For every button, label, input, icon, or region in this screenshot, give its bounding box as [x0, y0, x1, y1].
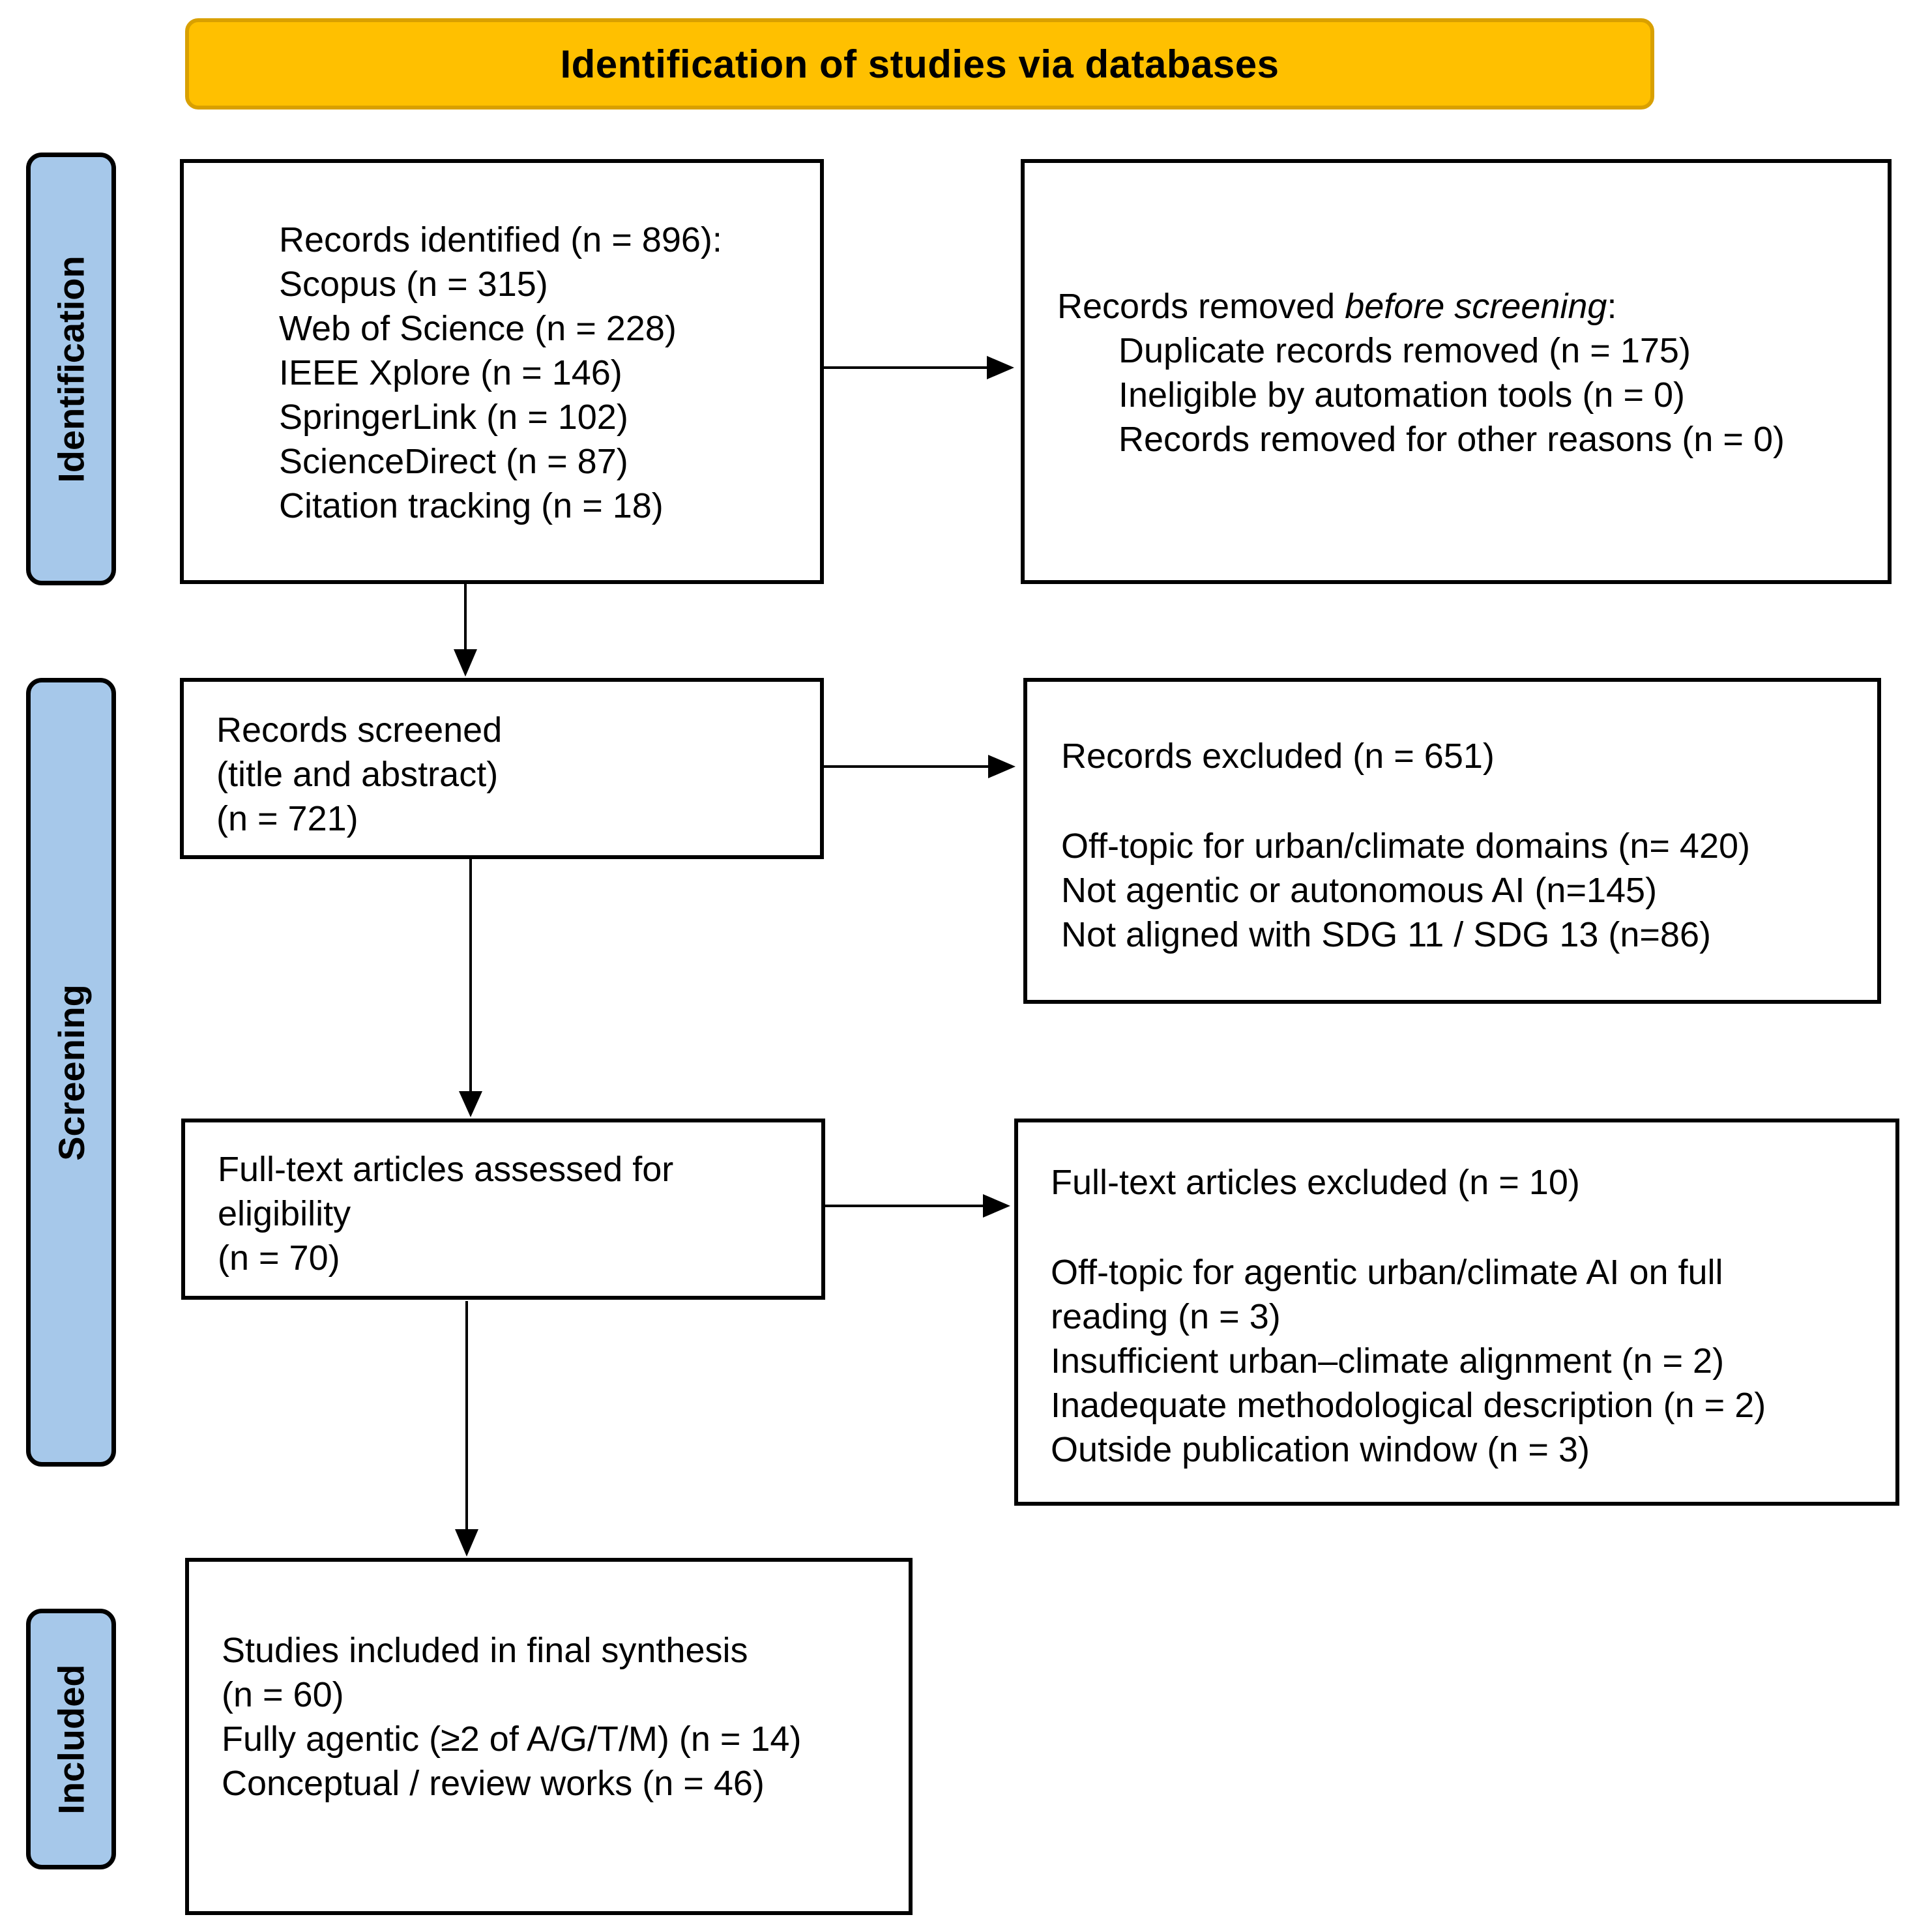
arrow-fulltext-to-excluded: [825, 1194, 1010, 1218]
excluded-reason: Not agentic or autonomous AI (n=145): [1061, 871, 1658, 910]
arrow-screened-to-excluded: [824, 755, 1016, 778]
records-screened-box: Records screened (title and abstract) (n…: [180, 678, 824, 859]
records-screened-line: Records screened: [216, 710, 503, 750]
records-screened-count: (n = 721): [216, 799, 358, 838]
records-removed-title: Records removed before screening:: [1057, 287, 1617, 326]
fulltext-excluded-reason: Inadequate methodological description (n…: [1051, 1386, 1766, 1425]
fulltext-assessed-line: Full-text articles assessed for: [218, 1150, 674, 1189]
removed-item: Records removed for other reasons (n = 0…: [1118, 420, 1785, 459]
included-line: Conceptual / review works (n = 46): [222, 1764, 765, 1803]
records-identified-title: Records identified (n = 896):: [279, 220, 722, 259]
records-identified-box: Records identified (n = 896): Scopus (n …: [180, 159, 824, 584]
included-line: Fully agentic (≥2 of A/G/T/M) (n = 14): [222, 1720, 802, 1759]
removed-item: Ineligible by automation tools (n = 0): [1118, 375, 1686, 415]
fulltext-assessed-count: (n = 70): [218, 1238, 340, 1278]
fulltext-assessed-box: Full-text articles assessed for eligibil…: [181, 1119, 825, 1300]
fulltext-excluded-reason: Insufficient urban–climate alignment (n …: [1051, 1341, 1725, 1381]
excluded-reason: Off-topic for urban/climate domains (n= …: [1061, 827, 1751, 866]
fulltext-excluded-reason: reading (n = 3): [1051, 1297, 1281, 1336]
header-banner: Identification of studies via databases: [185, 18, 1654, 110]
phase-identification: Identification: [26, 153, 116, 585]
excluded-reason: Not aligned with SDG 11 / SDG 13 (n=86): [1061, 915, 1711, 954]
phase-included: Included: [26, 1609, 116, 1869]
arrow-identified-to-screened: [454, 584, 477, 677]
source-line: Web of Science (n = 228): [279, 309, 677, 348]
source-line: IEEE Xplore (n = 146): [279, 353, 622, 392]
records-excluded-title: Records excluded (n = 651): [1061, 737, 1495, 776]
arrow-screened-to-fulltext: [459, 859, 482, 1117]
fulltext-excluded-reason: Off-topic for agentic urban/climate AI o…: [1051, 1253, 1723, 1292]
fulltext-excluded-reason: Outside publication window (n = 3): [1051, 1430, 1590, 1469]
phase-screening: Screening: [26, 678, 116, 1467]
removed-item: Duplicate records removed (n = 175): [1118, 331, 1691, 370]
arrow-fulltext-to-included: [455, 1301, 478, 1557]
fulltext-excluded-box: Full-text articles excluded (n = 10) Off…: [1014, 1119, 1899, 1506]
records-screened-line: (title and abstract): [216, 755, 499, 794]
header-title: Identification of studies via databases: [560, 42, 1279, 86]
included-count: (n = 60): [222, 1675, 344, 1714]
fulltext-excluded-title: Full-text articles excluded (n = 10): [1051, 1163, 1580, 1202]
source-line: SpringerLink (n = 102): [279, 398, 628, 437]
records-excluded-box: Records excluded (n = 651) Off-topic for…: [1023, 678, 1881, 1004]
records-removed-box: Records removed before screening: Duplic…: [1021, 159, 1892, 584]
fulltext-assessed-line: eligibility: [218, 1194, 351, 1233]
included-line: Studies included in final synthesis: [222, 1631, 748, 1670]
source-line: ScienceDirect (n = 87): [279, 442, 628, 481]
source-line: Citation tracking (n = 18): [279, 486, 664, 525]
source-line: Scopus (n = 315): [279, 265, 548, 304]
included-box: Studies included in final synthesis (n =…: [185, 1558, 913, 1915]
arrow-identified-to-removed: [824, 356, 1014, 379]
